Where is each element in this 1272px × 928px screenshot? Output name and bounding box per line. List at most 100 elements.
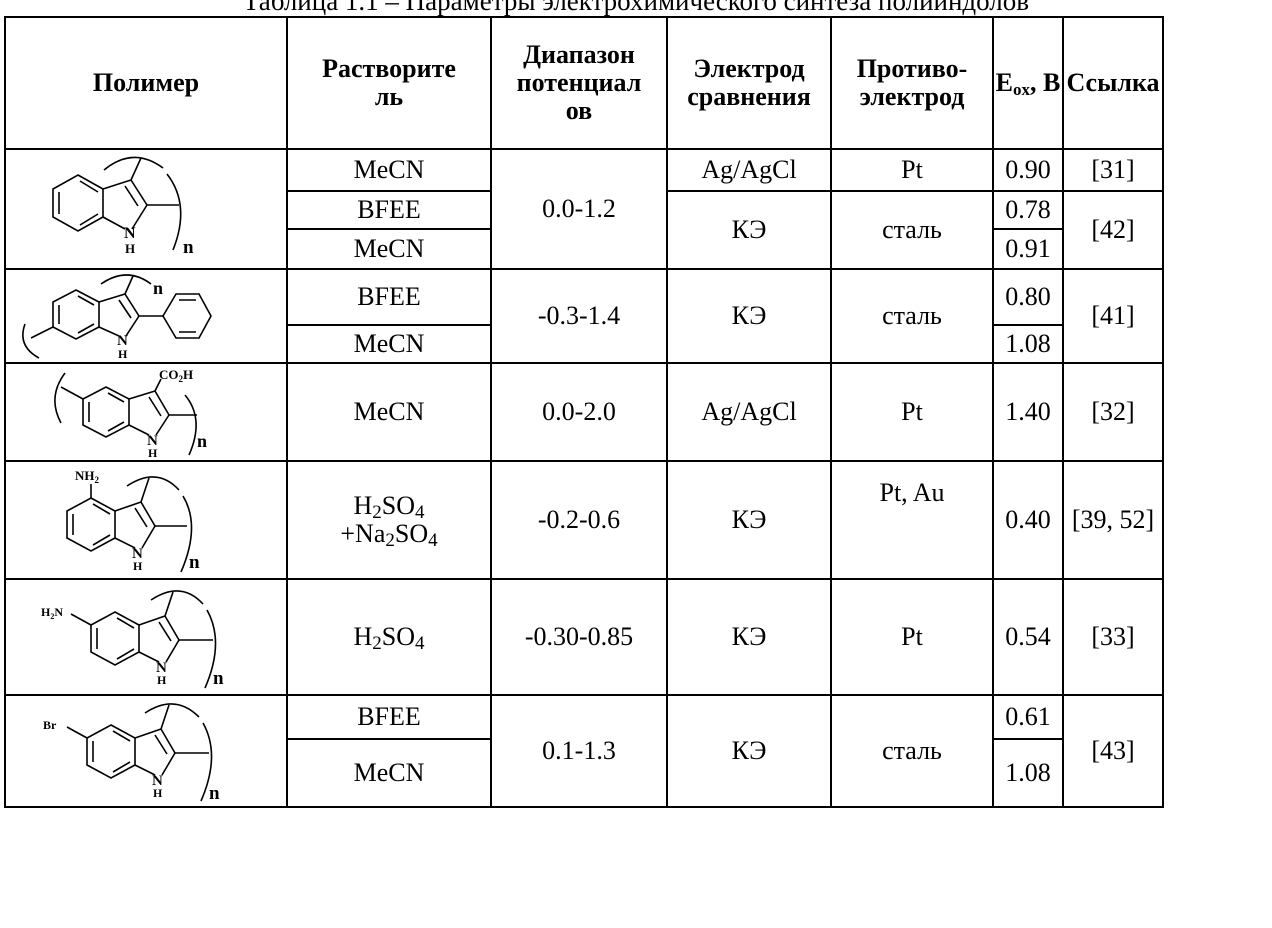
cell-range: -0.2-0.6 xyxy=(490,460,668,580)
table-row: CO2H N H n MeCN 0.0-2.0 Ag/AgCl Pt 1.40 … xyxy=(4,362,1164,462)
solvent-h2so4: H2SO4 xyxy=(353,491,425,523)
cell-solvent: H2SO4 +Na2SO4 xyxy=(286,460,492,580)
cell-counter-electrode: сталь xyxy=(830,268,994,364)
cell-eox: 1.08 xyxy=(992,738,1064,808)
cell-solvent: MeCN xyxy=(286,738,492,808)
structure-polycarboxyindole: CO2H N H n xyxy=(4,362,288,462)
cell-solvent: BFEE xyxy=(286,694,492,740)
aminoindole5-h-label: H xyxy=(157,673,167,687)
table-row: N H n MeCN 0.0-1.2 Ag/AgCl Pt 0.90 [31] xyxy=(4,148,1164,270)
cell-range: 0.0-1.2 xyxy=(490,148,668,270)
cell-solvent: MeCN xyxy=(286,324,492,364)
cell-counter-electrode: сталь xyxy=(830,694,994,808)
cell-counter-electrode: Pt xyxy=(830,362,994,462)
aminoindole4-n-label: N xyxy=(132,546,143,562)
cell-eox: 0.78 xyxy=(992,190,1064,230)
structure-polyaminoindole-4: NH2 N H n xyxy=(4,460,288,580)
electrosynthesis-table: Полимер Растворите ль Диапазон потенциал… xyxy=(4,16,1164,808)
cell-eox: 0.90 xyxy=(992,148,1064,192)
cell-ref-electrode: КЭ xyxy=(666,460,832,580)
cell-eox: 0.80 xyxy=(992,268,1064,326)
phenylindole-n-label: N xyxy=(117,333,128,349)
header-ref-line1: Электрод xyxy=(693,54,805,83)
indole-n-label: N xyxy=(124,225,136,242)
header-counter-line1: Противо- xyxy=(856,54,968,83)
cell-eox: 1.40 xyxy=(992,362,1064,462)
cell-link: [39, 52] xyxy=(1062,460,1164,580)
cell-eox: 0.54 xyxy=(992,578,1064,696)
cell-eox: 0.40 xyxy=(992,460,1064,580)
polyaminoindole5-structure-icon: H2N N H n xyxy=(41,590,224,689)
cell-solvent: H2SO4 xyxy=(286,578,492,696)
bromoindole-n-label: N xyxy=(152,773,163,789)
header-row: Полимер Растворите ль Диапазон потенциал… xyxy=(4,16,1164,150)
cell-counter-electrode: Pt xyxy=(830,578,994,696)
cell-ref-electrode: КЭ xyxy=(666,268,832,364)
carboxy-label: CO2H xyxy=(159,367,193,384)
header-solvent: Растворите ль xyxy=(286,16,492,150)
polybromoindole-structure-icon: Br N H n xyxy=(43,703,220,804)
cell-ref-electrode: КЭ xyxy=(666,694,832,808)
bromo-label: Br xyxy=(43,718,57,732)
structure-polyphenylindole: n N H xyxy=(4,268,288,364)
cell-eox: 1.08 xyxy=(992,324,1064,364)
carboxyindole-n-label: N xyxy=(147,433,158,449)
cell-ref-electrode: Ag/AgCl xyxy=(666,362,832,462)
polyphenylindole-structure-icon: n N H xyxy=(22,274,212,360)
solvent-na2so4: +Na2SO4 xyxy=(340,519,438,551)
cell-solvent: MeCN xyxy=(286,148,492,192)
cell-ref-electrode: КЭ xyxy=(666,578,832,696)
amino4-label: NH2 xyxy=(75,468,100,485)
table-row: n N H BFEE -0.3-1.4 КЭ сталь 0.80 [41] xyxy=(4,268,1164,364)
cell-range: -0.30-0.85 xyxy=(490,578,668,696)
cell-ref-electrode: КЭ xyxy=(666,190,832,270)
aminoindole5-n-label: N xyxy=(156,660,167,676)
header-eox-sub: ox xyxy=(1013,80,1030,99)
header-range-line3: ов xyxy=(565,96,593,125)
phenylindole-h-label: H xyxy=(118,347,128,360)
carboxyindole-subscript-n: n xyxy=(197,431,207,451)
cell-link: [31] xyxy=(1062,148,1164,192)
amino5-label: H2N xyxy=(41,605,63,621)
cell-eox: 0.91 xyxy=(992,228,1064,270)
cell-link: [33] xyxy=(1062,578,1164,696)
aminoindole4-subscript-n: n xyxy=(189,552,200,573)
cell-solvent: MeCN xyxy=(286,228,492,270)
header-ref-electrode: Электрод сравнения xyxy=(666,16,832,150)
aminoindole5-subscript-n: n xyxy=(213,668,224,689)
indole-h-label: H xyxy=(125,241,135,256)
table-row: H2N N H n H2SO4 -0.30-0.85 КЭ Pt 0.54 [3… xyxy=(4,578,1164,696)
cell-range: 0.0-2.0 xyxy=(490,362,668,462)
polycarboxyindole-structure-icon: CO2H N H n xyxy=(54,367,207,459)
polyindole-structure-icon: N H n xyxy=(52,156,194,258)
cell-counter-electrode: сталь xyxy=(830,190,994,270)
table-caption: Таблица 1.1 – Параметры электрохимическо… xyxy=(242,0,1030,16)
cell-solvent: BFEE xyxy=(286,268,492,326)
header-ref-line2: сравнения xyxy=(687,82,811,111)
carboxyindole-h-label: H xyxy=(148,446,158,459)
polyaminoindole4-structure-icon: NH2 N H n xyxy=(66,468,200,573)
cell-link: [41] xyxy=(1062,268,1164,364)
header-solvent-line1: Растворите xyxy=(322,54,456,83)
header-range: Диапазон потенциал ов xyxy=(490,16,668,150)
cell-link: [43] xyxy=(1062,694,1164,808)
structure-polybromoindole: Br N H n xyxy=(4,694,288,808)
cell-ref-electrode: Ag/AgCl xyxy=(666,148,832,192)
table-row: Br N H n BFEE 0.1-1.3 КЭ сталь 0.61 [43] xyxy=(4,694,1164,808)
cell-range: -0.3-1.4 xyxy=(490,268,668,364)
structure-polyindole: N H n xyxy=(4,148,288,270)
header-link: Ссылка xyxy=(1062,16,1164,150)
header-range-line1: Диапазон xyxy=(523,40,635,69)
cell-eox: 0.61 xyxy=(992,694,1064,740)
cell-solvent: MeCN xyxy=(286,362,492,462)
header-eox: Eox, В xyxy=(992,16,1064,150)
structure-polyaminoindole-5: H2N N H n xyxy=(4,578,288,696)
table-row: MeCN 1.08 xyxy=(5,324,1163,364)
cell-link: [42] xyxy=(1062,190,1164,270)
cell-counter-electrode: Pt xyxy=(830,148,994,192)
table-row: NH2 N H n H2SO4 +Na2SO4 -0.2-0.6 КЭ Pt, … xyxy=(4,460,1164,580)
header-counter-electrode: Противо- электрод xyxy=(830,16,994,150)
cell-counter-electrode: Pt, Au xyxy=(830,460,994,580)
table-row: BFEE КЭ сталь 0.78 [42] xyxy=(5,190,1164,270)
header-counter-line2: электрод xyxy=(859,82,965,111)
